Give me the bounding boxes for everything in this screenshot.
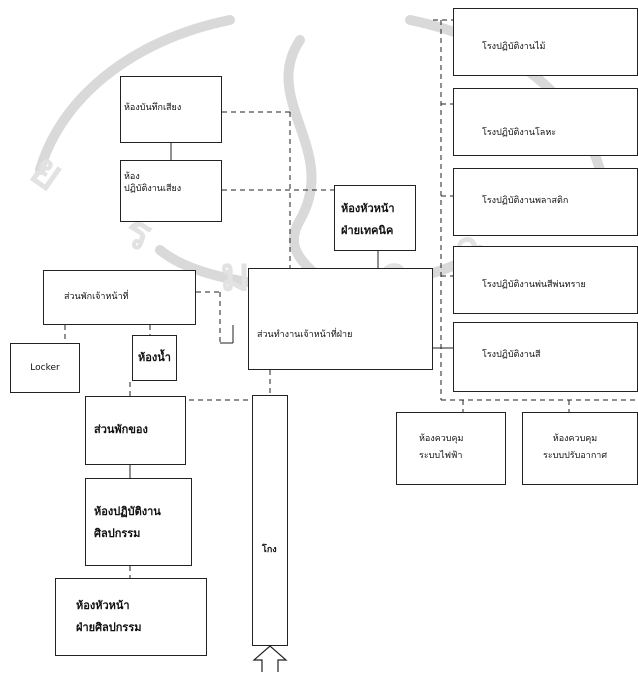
wood-shop-label: โรงปฏิบัติงานไม้	[482, 42, 546, 52]
staff-rest-box: ส่วนพักเจ้าหน้าที่	[43, 270, 196, 325]
warehouse-box: โกง	[252, 395, 288, 646]
staff-rest-label: ส่วนพักเจ้าหน้าที่	[64, 292, 129, 302]
storage-label: ส่วนพักของ	[94, 423, 148, 436]
wood-shop-box: โรงปฏิบัติงานไม้	[453, 8, 638, 76]
metal-shop-label: โรงปฏิบัติงานโลหะ	[482, 128, 557, 138]
sound-room-box: ห้อง ปฏิบัติงานเสียง	[120, 160, 222, 222]
dept-staff-box: ส่วนทำงานเจ้าหน้าที่ฝ่าย	[248, 268, 433, 370]
tech-head-box: ห้องหัวหน้า ฝ่ายเทคนิค	[334, 185, 416, 251]
sandblast-shop-box: โรงปฏิบัติงานพ่นสีพ่นทราย	[453, 246, 638, 314]
electric-control-label: ห้องควบคุม ระบบไฟฟ้า	[419, 434, 464, 462]
storage-box: ส่วนพักของ	[85, 396, 186, 465]
art-workshop-box: ห้องปฏิบัติงาน ศิลปกรรม	[85, 478, 192, 566]
restroom-label: ห้องน้ำ	[138, 350, 171, 364]
locker-box: Locker	[10, 343, 80, 393]
restroom-box: ห้องน้ำ	[132, 335, 177, 381]
paint-shop-label: โรงปฏิบัติงานสี	[482, 350, 541, 360]
recording-room-box: ห้องบันทึกเสียง	[120, 76, 222, 143]
art-workshop-label: ห้องปฏิบัติงาน ศิลปกรรม	[94, 505, 161, 540]
metal-shop-box: โรงปฏิบัติงานโลหะ	[453, 88, 638, 156]
locker-label: Locker	[30, 362, 60, 373]
recording-room-label: ห้องบันทึกเสียง	[124, 103, 182, 113]
sandblast-shop-label: โรงปฏิบัติงานพ่นสีพ่นทราย	[482, 280, 586, 290]
plastic-shop-box: โรงปฏิบัติงานพลาสติก	[453, 168, 638, 236]
electric-control-box: ห้องควบคุม ระบบไฟฟ้า	[396, 412, 506, 485]
art-head-label: ห้องหัวหน้า ฝ่ายศิลปกรรม	[76, 599, 142, 634]
sound-room-label: ห้อง ปฏิบัติงานเสียง	[124, 172, 182, 195]
ac-control-box: ห้องควบคุม ระบบปรับอากาศ	[522, 412, 638, 485]
tech-head-label: ห้องหัวหน้า ฝ่ายเทคนิค	[341, 202, 395, 237]
ac-control-label: ห้องควบคุม ระบบปรับอากาศ	[543, 434, 608, 462]
dept-staff-label: ส่วนทำงานเจ้าหน้าที่ฝ่าย	[257, 330, 353, 340]
plastic-shop-label: โรงปฏิบัติงานพลาสติก	[482, 196, 569, 206]
paint-shop-box: โรงปฏิบัติงานสี	[453, 322, 638, 392]
warehouse-label: โกง	[262, 545, 277, 555]
art-head-box: ห้องหัวหน้า ฝ่ายศิลปกรรม	[55, 578, 207, 656]
